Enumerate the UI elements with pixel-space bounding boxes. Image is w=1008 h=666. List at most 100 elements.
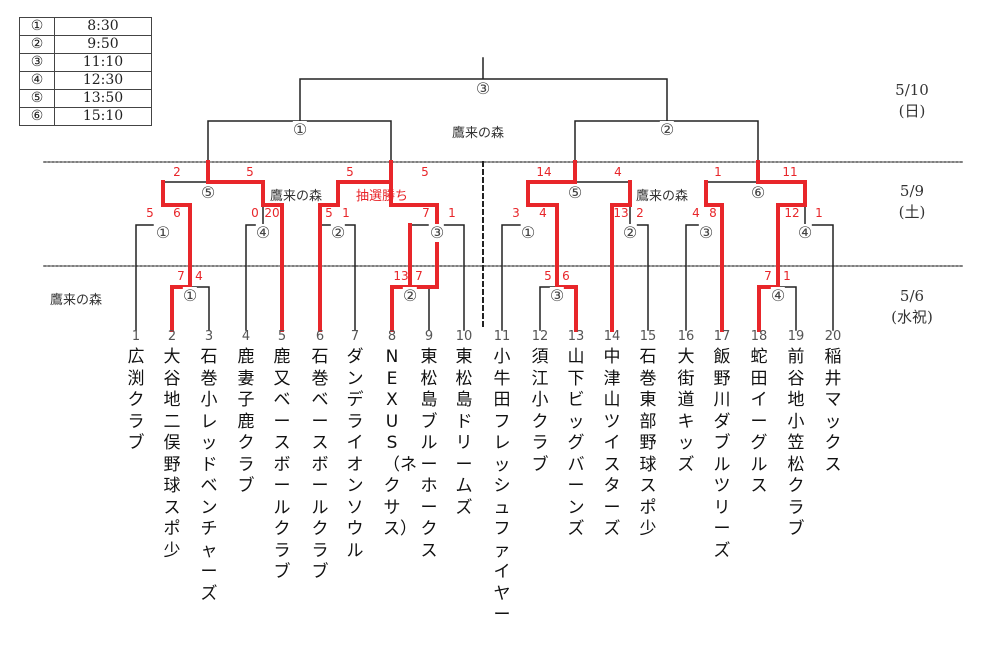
round-mark: ③ [549, 286, 565, 305]
score: 12 [784, 206, 800, 220]
team-name: 小牛田フレッシュファイヤー [493, 347, 511, 625]
team-number: 11 [493, 329, 511, 344]
round-mark: ⑥ [19, 107, 55, 126]
semi-right-winner2 [756, 160, 807, 184]
team-number: 10 [455, 329, 473, 344]
date-first-round: 5/6 (水祝) [877, 286, 947, 328]
score: 5 [246, 165, 254, 179]
round-time: 13:50 [54, 89, 152, 108]
venue-label: 鷹来の森 [452, 126, 505, 141]
round-mark: ① [182, 286, 198, 305]
round-mark: ④ [797, 223, 813, 242]
round-mark: ④ [770, 286, 786, 305]
round-time: 15:10 [54, 107, 152, 126]
score: 7 [177, 269, 185, 283]
r2-a-winner [161, 180, 192, 227]
score: 5 [346, 165, 354, 179]
r2-h-winner [776, 180, 807, 227]
team-name: 中津山ツイスターズ [603, 347, 621, 539]
team-number: 5 [277, 329, 287, 344]
score: 7 [422, 206, 430, 220]
score: 1 [714, 165, 722, 179]
score: 13 [613, 206, 629, 220]
r2-g-winner [704, 180, 724, 332]
team-name: 山下ビッグバーンズ [567, 347, 585, 539]
team-name: 東松島ブルーホークス [420, 347, 438, 561]
team-number: 17 [713, 329, 731, 344]
score: 4 [195, 269, 203, 283]
r2-d-winner [389, 180, 439, 227]
score: 11 [782, 165, 798, 179]
r1-g-line [685, 224, 705, 331]
team-name: 須江小クラブ [531, 347, 549, 475]
score: 5 [421, 165, 429, 179]
team-name: 大谷地二俣野球スポ少 [163, 347, 181, 561]
team-number: 20 [824, 329, 842, 344]
r1-a-line [135, 224, 154, 331]
round-mark: ③ [475, 79, 491, 98]
lottery-label: 抽選勝ち [356, 189, 409, 204]
team-name: 鹿妻子鹿クラブ [237, 347, 255, 496]
date-final: 5/10 (日) [877, 80, 947, 122]
r2-f-winner [610, 180, 632, 332]
score: 7 [764, 269, 772, 283]
round-mark: ② [330, 223, 346, 242]
score: 6 [562, 269, 570, 283]
score: 0 [251, 206, 259, 220]
team-number: 19 [787, 329, 805, 344]
round-mark: ④ [255, 223, 271, 242]
team-name: 東松島ドリームズ [455, 347, 473, 518]
team-number: 14 [603, 329, 621, 344]
team-name: 広渕クラブ [127, 347, 145, 453]
r1-h-line [804, 224, 834, 331]
round-mark: ③ [698, 223, 714, 242]
score: 1 [448, 206, 456, 220]
final-line [299, 57, 668, 121]
round-mark: ③ [429, 223, 445, 242]
team-name: 鹿又ベースボールクラブ [273, 347, 291, 582]
date-semis: 5/9 (土) [877, 181, 947, 223]
team-number: 3 [204, 329, 214, 344]
team-number: 7 [350, 329, 360, 344]
round-mark: ⑤ [200, 183, 216, 202]
team-name: 石巻小レッドベンチャーズ [200, 347, 218, 604]
team-number: 9 [424, 329, 434, 344]
date-text: 5/10 [895, 81, 929, 99]
team-number: 12 [531, 329, 549, 344]
round-mark: ⑤ [567, 183, 583, 202]
r2-e-winner [526, 180, 559, 227]
team-number: 16 [677, 329, 695, 344]
score: 4 [614, 165, 622, 179]
score: 3 [512, 206, 520, 220]
score: 2 [636, 206, 644, 220]
team-number: 18 [750, 329, 768, 344]
weekday-text: (水祝) [891, 308, 933, 326]
score: 1 [815, 206, 823, 220]
team-name: 石巻東部野球スポ少 [639, 347, 657, 539]
round-mark: ③ [19, 53, 55, 72]
score: 20 [264, 206, 280, 220]
score: 8 [709, 206, 717, 220]
score: 1 [342, 206, 350, 220]
venue-label: 鷹来の森 [270, 189, 323, 204]
round-mark: ① [520, 223, 536, 242]
team-number: 2 [167, 329, 177, 344]
score: 14 [536, 165, 552, 179]
semi-left-winner [206, 160, 265, 184]
team-name: 蛇田イーグルス [750, 347, 768, 496]
team-name: ダンデライオンソウル [346, 347, 364, 561]
team-number: 4 [241, 329, 251, 344]
score: 1 [783, 269, 791, 283]
score: 7 [415, 269, 423, 283]
team-name: 石巻ベースボールクラブ [311, 347, 329, 582]
venue-label: 鷹来の森 [50, 293, 103, 308]
semi-right-winner [526, 160, 577, 184]
score: 13 [393, 269, 409, 283]
team-name: 前谷地小笠松クラブ [787, 347, 805, 539]
r1-d-winner [408, 223, 439, 289]
round-mark: ① [292, 120, 308, 139]
